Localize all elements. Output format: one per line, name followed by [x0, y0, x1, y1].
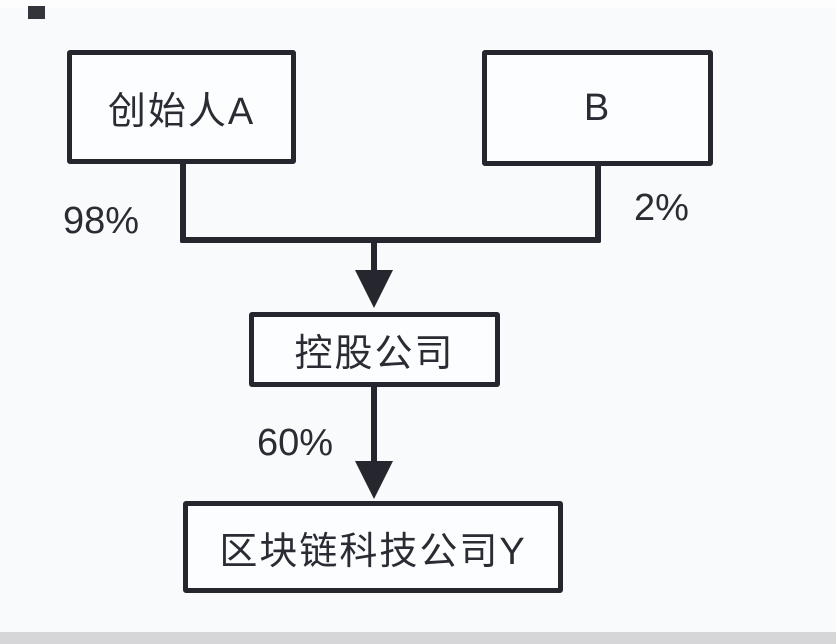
edge-founder-a-vertical — [180, 162, 186, 243]
arrow-to-holding-head-icon — [355, 270, 393, 308]
shareholder-b-node: B — [482, 50, 713, 166]
arrow-to-company-y-shaft — [371, 385, 377, 465]
arrow-to-company-y-head-icon — [355, 461, 393, 499]
top-left-artifact-square — [28, 6, 45, 19]
shareholder-b-share-label: 2% — [634, 187, 689, 229]
founder-a-label: 创始人A — [107, 90, 256, 133]
bottom-edge-strip — [0, 632, 836, 644]
founder-a-node: 创始人A — [67, 50, 296, 164]
holding-company-node: 控股公司 — [249, 312, 500, 387]
shareholder-b-label: B — [583, 86, 612, 129]
arrow-to-holding-shaft — [371, 241, 377, 273]
holding-share-label: 60% — [257, 422, 334, 464]
top-edge-strip — [0, 0, 836, 8]
company-y-label: 区块链科技公司Y — [219, 530, 527, 573]
edge-merge-horizontal — [180, 237, 601, 243]
edge-shareholder-b-vertical — [595, 164, 601, 243]
company-y-node: 区块链科技公司Y — [183, 501, 563, 593]
holding-company-label: 控股公司 — [294, 333, 455, 375]
founder-a-share-label: 98% — [63, 200, 140, 242]
